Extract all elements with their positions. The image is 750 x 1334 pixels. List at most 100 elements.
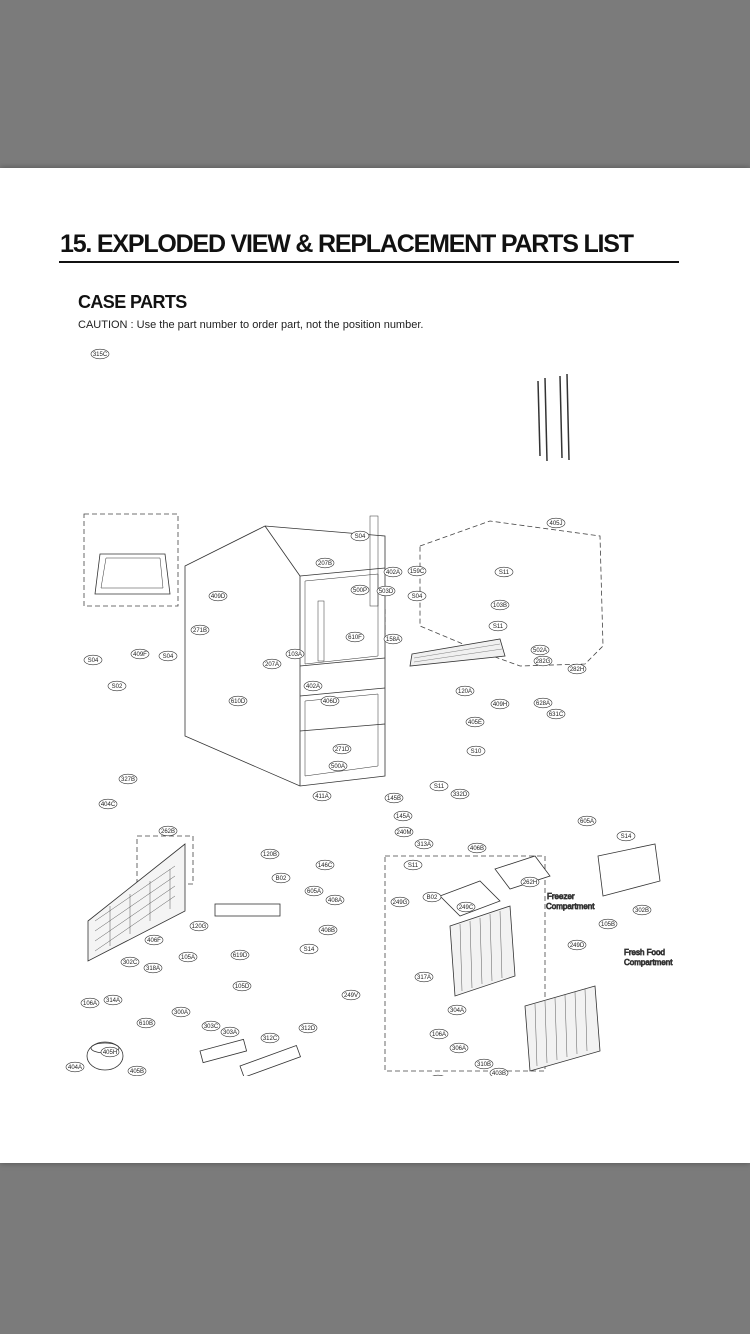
- callout-label: 306A: [452, 1046, 466, 1052]
- evaporator-cover: [597, 843, 661, 897]
- callout-315c: 315C: [90, 348, 110, 360]
- heater-plate: [409, 638, 506, 667]
- callout-label: 403B: [492, 1071, 506, 1076]
- callout-405j: 405J: [546, 517, 566, 529]
- callout-406b: 406B: [467, 842, 487, 854]
- drawer-mechanism-group-outline: [384, 855, 546, 1072]
- callout-402a: 402A: [383, 566, 403, 578]
- callout-610b: 610B: [136, 1017, 156, 1029]
- callout-610f: 610F: [345, 631, 365, 643]
- callout-label: 628A: [536, 701, 550, 707]
- callout-s10: S10: [466, 745, 486, 757]
- callout-label: 146C: [318, 863, 333, 869]
- callout-406f: 406F: [144, 934, 164, 946]
- callout-106a: 106A: [80, 997, 100, 1009]
- callout-label: 303A: [223, 1030, 237, 1036]
- callout-271b: 271B: [190, 624, 210, 636]
- crisper-cover-a: [439, 880, 501, 917]
- callout-s14: S14: [299, 943, 319, 955]
- callout-label: 120B: [263, 852, 277, 858]
- callout-label: 402A: [306, 684, 320, 690]
- callout-317a: 317A: [414, 971, 434, 983]
- callout-label: 327B: [121, 777, 135, 783]
- callout-306a: 306A: [449, 1042, 469, 1054]
- callout-146c: 146C: [315, 859, 335, 871]
- callout-120g: 120G: [189, 920, 209, 932]
- callout-label: 105B: [601, 922, 615, 928]
- callout-145a: 145A: [393, 810, 413, 822]
- callout-105a: 105A: [178, 951, 198, 963]
- callout-605a: 605A: [304, 885, 324, 897]
- callout-label: 406D: [323, 699, 338, 705]
- callout-303a: 303A: [220, 1026, 240, 1038]
- callout-label: 262H: [523, 880, 537, 886]
- callout-103b: 103B: [490, 599, 510, 611]
- caption-freezer-1: Freezer: [547, 892, 575, 901]
- callout-label: S11: [499, 570, 510, 576]
- callout-s11: S11: [403, 859, 423, 871]
- drip-tray: [94, 553, 171, 595]
- callout-label: 249G: [393, 900, 408, 906]
- callout-label: 158A: [386, 637, 400, 643]
- callout-label: 103A: [288, 652, 302, 658]
- callout-318a: 318A: [143, 962, 163, 974]
- callout-145b: 145B: [384, 792, 404, 804]
- callout-label: S10: [471, 749, 482, 755]
- callout-207a: 207A: [262, 658, 282, 670]
- callout-label: 405E: [468, 720, 482, 726]
- callout-label: 605A: [307, 889, 321, 895]
- callout-label: 303C: [204, 1024, 219, 1030]
- callout-249c: 249C: [456, 901, 476, 913]
- callout-label: 332D: [453, 792, 468, 798]
- caution-note: CAUTION : Use the part number to order p…: [78, 319, 424, 331]
- callout-403b: 403B: [489, 1067, 509, 1076]
- callout-label: 406B: [470, 846, 484, 852]
- callout-120a: 120A: [455, 685, 475, 697]
- callout-label: S14: [304, 947, 315, 953]
- callout-282h: 282H: [567, 663, 587, 675]
- callout-120b: 120B: [260, 848, 280, 860]
- callout-271d: 271D: [332, 743, 352, 755]
- callout-label: 405J: [549, 521, 562, 527]
- callout-label: 409H: [493, 702, 507, 708]
- callout-label: 262B: [161, 829, 175, 835]
- callout-label: 631C: [549, 712, 564, 718]
- callout-label: 271B: [193, 628, 207, 634]
- callout-label: S11: [408, 863, 419, 869]
- callout-label: 302C: [123, 960, 138, 966]
- callout-619d: 619D: [230, 949, 250, 961]
- callout-label: 159C: [410, 569, 425, 575]
- crisper-cover-b: [494, 855, 551, 890]
- callout-628a: 628A: [533, 697, 553, 709]
- callout-label: S04: [355, 534, 366, 540]
- callout-s14: S14: [616, 830, 636, 842]
- callout-405e: 405E: [465, 716, 485, 728]
- callout-503d: 503D: [376, 585, 396, 597]
- callout-405b: 405B: [127, 1065, 147, 1076]
- callout-605a: 605A: [577, 815, 597, 827]
- callout-240m: 240M: [394, 826, 414, 838]
- callout-159c: 159C: [407, 565, 427, 577]
- callout-label: 106A: [432, 1032, 446, 1038]
- callout-label: 105A: [181, 955, 195, 961]
- callout-282g: 282G: [533, 655, 553, 667]
- callout-label: S04: [88, 658, 99, 664]
- title-underline: [59, 261, 679, 263]
- subsection-title: CASE PARTS: [78, 292, 187, 312]
- callout-s11: S11: [494, 566, 514, 578]
- callout-label: S11: [493, 624, 504, 630]
- callout-label: 318A: [146, 966, 160, 972]
- callout-label: 304A: [450, 1008, 464, 1014]
- callout-409h: 409H: [490, 698, 510, 710]
- caption-freshfood-2: Compartment: [624, 958, 673, 967]
- callout-label: S11: [434, 784, 445, 790]
- callout-327b: 327B: [118, 773, 138, 785]
- callout-332d: 332D: [450, 788, 470, 800]
- door-frame-strips: [537, 373, 570, 462]
- callout-label: 103B: [493, 603, 507, 609]
- callout-409f: 409F: [130, 648, 150, 660]
- cable-guide: [239, 1044, 301, 1076]
- callout-404a: 404A: [65, 1061, 85, 1073]
- callout-s04: S04: [158, 650, 178, 662]
